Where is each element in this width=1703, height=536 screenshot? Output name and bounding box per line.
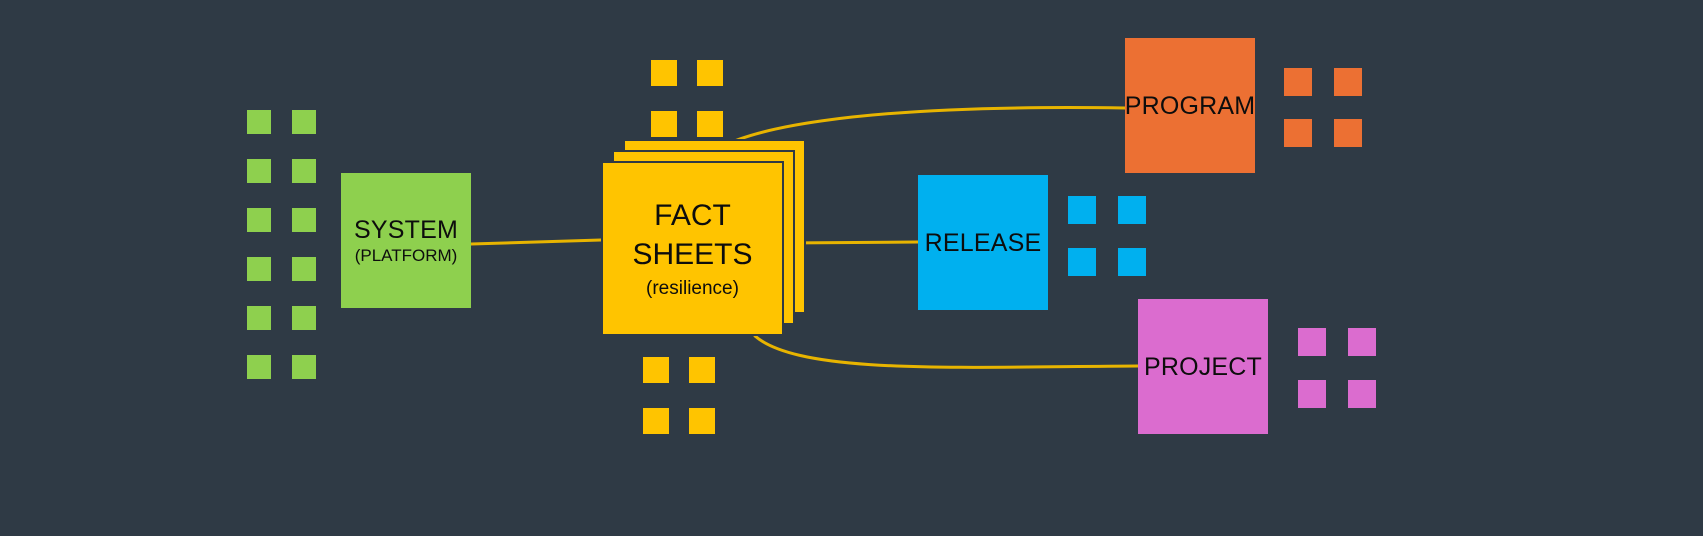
program-dots-dot bbox=[1334, 119, 1362, 147]
release-dots-dot bbox=[1068, 248, 1096, 276]
release-dots-dot bbox=[1068, 196, 1096, 224]
dot-cluster-release bbox=[1068, 196, 1146, 276]
edge-factsheets-to-project bbox=[753, 334, 1140, 369]
factsheets-dots-top-dot bbox=[697, 60, 723, 86]
project-dots-dot bbox=[1298, 328, 1326, 356]
system-dots-dot bbox=[292, 208, 316, 232]
node-project-title: PROJECT bbox=[1143, 352, 1263, 381]
system-dots-dot bbox=[292, 257, 316, 281]
program-dots-dot bbox=[1334, 68, 1362, 96]
program-dots-dot bbox=[1284, 119, 1312, 147]
node-factsheets-title-line2: SHEETS bbox=[632, 237, 753, 271]
dot-cluster-project bbox=[1298, 328, 1376, 408]
node-system[interactable]: SYSTEM (PLATFORM) bbox=[341, 173, 471, 308]
node-factsheets-stack[interactable]: FACT SHEETS (resilience) bbox=[601, 139, 806, 336]
release-dots-dot bbox=[1118, 196, 1146, 224]
dot-cluster-factsheets-bottom bbox=[643, 357, 715, 434]
node-factsheets-subtitle: (resilience) bbox=[646, 277, 739, 299]
node-system-subtitle: (PLATFORM) bbox=[354, 245, 458, 265]
system-dots-dot bbox=[247, 110, 271, 134]
system-dots-dot bbox=[247, 159, 271, 183]
system-dots-dot bbox=[247, 355, 271, 379]
project-dots-dot bbox=[1348, 328, 1376, 356]
project-dots-dot bbox=[1298, 380, 1326, 408]
system-dots-dot bbox=[292, 355, 316, 379]
system-dots-dot bbox=[292, 110, 316, 134]
factsheets-dots-bottom-dot bbox=[689, 408, 715, 434]
node-program[interactable]: PROGRAM bbox=[1125, 38, 1255, 173]
factsheets-dots-top-dot bbox=[651, 111, 677, 137]
system-dots-dot bbox=[292, 159, 316, 183]
node-project[interactable]: PROJECT bbox=[1138, 299, 1268, 434]
node-factsheets-title-line1: FACT bbox=[654, 199, 731, 233]
factsheets-dots-bottom-dot bbox=[643, 357, 669, 383]
node-release-title: RELEASE bbox=[924, 228, 1042, 257]
system-dots-dot bbox=[247, 306, 271, 330]
dot-cluster-program bbox=[1284, 68, 1362, 147]
factsheets-sheet-front[interactable]: FACT SHEETS (resilience) bbox=[601, 161, 784, 336]
node-system-title: SYSTEM bbox=[354, 215, 458, 244]
factsheets-dots-bottom-dot bbox=[643, 408, 669, 434]
node-program-title: PROGRAM bbox=[1124, 91, 1256, 120]
factsheets-dots-top-dot bbox=[697, 111, 723, 137]
program-dots-dot bbox=[1284, 68, 1312, 96]
node-release[interactable]: RELEASE bbox=[918, 175, 1048, 310]
dot-cluster-system bbox=[247, 110, 316, 379]
system-dots-dot bbox=[292, 306, 316, 330]
project-dots-dot bbox=[1348, 380, 1376, 408]
system-dots-dot bbox=[247, 208, 271, 232]
edge-system-to-factsheets bbox=[469, 238, 603, 246]
factsheets-dots-top-dot bbox=[651, 60, 677, 86]
release-dots-dot bbox=[1118, 248, 1146, 276]
dot-cluster-factsheets-top bbox=[651, 60, 723, 137]
factsheets-dots-bottom-dot bbox=[689, 357, 715, 383]
system-dots-dot bbox=[247, 257, 271, 281]
